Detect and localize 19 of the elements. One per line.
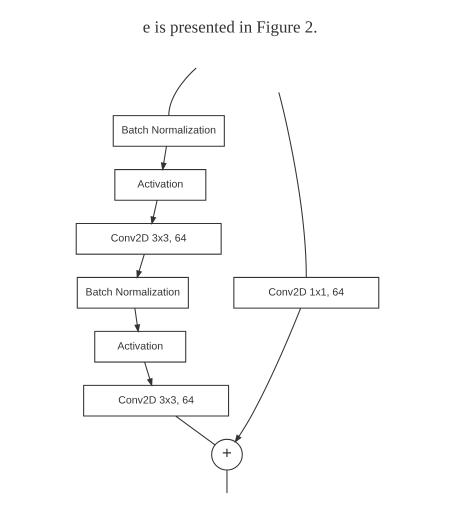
node-box: Conv2D 1x1, 64 xyxy=(232,276,379,309)
node-circle: + xyxy=(210,438,242,470)
arrow xyxy=(144,362,152,387)
connector xyxy=(168,68,196,116)
connector xyxy=(226,470,227,494)
label: e is presented in Figure 2. xyxy=(142,17,317,36)
node-box: Conv2D 3x3, 64 xyxy=(75,222,222,255)
arrow xyxy=(160,146,166,172)
arrow xyxy=(150,200,158,225)
arrow xyxy=(234,308,301,444)
arrow xyxy=(134,308,140,333)
connector xyxy=(175,416,215,446)
node-box: Activation xyxy=(94,330,186,363)
node-box: Activation xyxy=(114,169,206,201)
node-box: Conv2D 3x3, 64 xyxy=(82,384,229,417)
connector xyxy=(278,92,306,278)
arrow xyxy=(136,254,144,279)
node-box: Batch Normalization xyxy=(76,276,188,309)
node-box: Batch Normalization xyxy=(112,115,224,147)
